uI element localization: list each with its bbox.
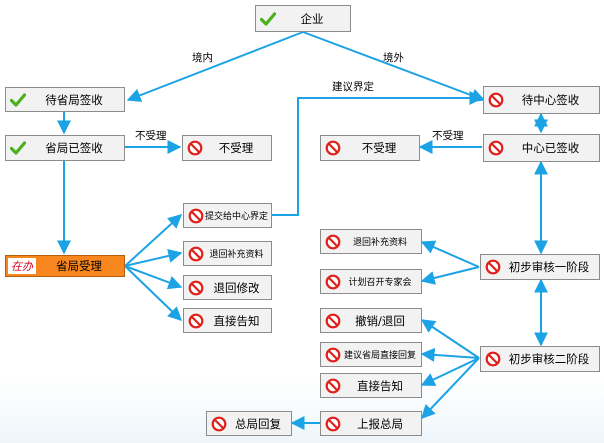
prohibited-icon bbox=[325, 416, 341, 431]
arrow-stage-one-to-expert bbox=[420, 266, 480, 285]
node-label: 不受理 bbox=[361, 141, 397, 155]
node-label: 退回修改 bbox=[213, 280, 260, 295]
node-center-received[interactable]: 中心已签收 bbox=[483, 134, 600, 162]
node-plan-expert-meeting[interactable]: 计划召开专家会 bbox=[320, 269, 422, 294]
node-reject-right[interactable]: 不受理 bbox=[320, 135, 420, 161]
check-icon bbox=[260, 11, 276, 26]
node-label: 计划召开专家会 bbox=[348, 278, 412, 288]
edge-label-not-accept-right: 不受理 bbox=[432, 130, 464, 142]
arrow-stage-one-to-supplement bbox=[420, 240, 480, 268]
node-label: 直接告知 bbox=[213, 313, 260, 328]
prohibited-icon bbox=[488, 92, 504, 108]
node-general-reply[interactable]: 总局回复 bbox=[206, 411, 292, 436]
node-suggest-province-reply[interactable]: 建议省局直接回复 bbox=[320, 342, 422, 367]
node-label: 撤销/退回 bbox=[355, 313, 405, 328]
node-submit-center[interactable]: 提交给中心界定 bbox=[183, 203, 272, 228]
arrow-enterprise-to-province bbox=[126, 31, 304, 102]
node-label: 省局已签收 bbox=[45, 141, 103, 155]
node-label: 退回补充资料 bbox=[209, 250, 264, 260]
prohibited-icon bbox=[188, 208, 204, 223]
arrow-submit-to-center bbox=[272, 91, 484, 216]
node-label: 初步审核一阶段 bbox=[508, 260, 590, 274]
node-stage-one[interactable]: 初步审核一阶段 bbox=[480, 254, 600, 280]
arrow-stage-two-to-report bbox=[421, 357, 480, 420]
prohibited-icon bbox=[325, 378, 341, 393]
node-label: 建议省局直接回复 bbox=[343, 351, 416, 361]
node-province-received[interactable]: 省局已签收 bbox=[5, 135, 125, 161]
node-label: 退回补充资料 bbox=[352, 238, 407, 248]
node-label: 待省局签收 bbox=[45, 92, 103, 107]
node-direct-notify-left[interactable]: 直接告知 bbox=[183, 308, 272, 333]
node-reject-left[interactable]: 不受理 bbox=[182, 135, 272, 161]
check-icon bbox=[10, 141, 26, 155]
node-label: 中心已签收 bbox=[521, 141, 580, 155]
arrow-enterprise-to-center bbox=[302, 31, 486, 103]
node-province-accept[interactable]: 在办 省局受理 bbox=[5, 255, 125, 277]
prohibited-icon bbox=[325, 313, 341, 328]
arrow-stage-two-to-cancel bbox=[420, 319, 480, 359]
arrow-stage-two-to-notify bbox=[420, 357, 480, 386]
arrow-accept-to-supplement bbox=[124, 249, 183, 267]
prohibited-icon bbox=[488, 140, 504, 156]
prohibited-icon bbox=[211, 416, 227, 431]
node-label: 上报总局 bbox=[357, 416, 403, 431]
node-awaiting-center[interactable]: 待中心签收 bbox=[483, 86, 600, 114]
node-return-supplement-left[interactable]: 退回补充资料 bbox=[183, 241, 272, 266]
in-progress-badge: 在办 bbox=[8, 258, 36, 274]
node-label: 初步审核二阶段 bbox=[508, 352, 590, 366]
node-label: 提交给中心界定 bbox=[204, 212, 268, 222]
prohibited-icon bbox=[325, 140, 341, 156]
prohibited-icon bbox=[325, 347, 341, 362]
node-label: 总局回复 bbox=[235, 416, 281, 431]
prohibited-icon bbox=[325, 234, 341, 249]
node-label: 企业 bbox=[300, 11, 324, 26]
prohibited-icon bbox=[325, 274, 341, 289]
node-cancel-return[interactable]: 撤销/退回 bbox=[320, 308, 422, 333]
prohibited-icon bbox=[188, 313, 204, 328]
edge-label-not-accept-left: 不受理 bbox=[135, 130, 167, 142]
node-awaiting-province[interactable]: 待省局签收 bbox=[5, 87, 125, 112]
arrow-accept-to-modify bbox=[124, 265, 183, 290]
node-report-general[interactable]: 上报总局 bbox=[320, 411, 422, 436]
check-icon bbox=[10, 92, 26, 107]
edge-label-define-scope: 建议界定 bbox=[332, 81, 374, 93]
edge-label-domestic: 境内 bbox=[192, 52, 213, 64]
prohibited-icon bbox=[187, 140, 203, 156]
arrow-stage-two-to-suggest bbox=[420, 347, 480, 362]
arrow-accept-to-submit bbox=[124, 214, 183, 267]
prohibited-icon bbox=[485, 259, 501, 275]
arrow-accept-to-notify bbox=[124, 265, 183, 321]
node-label: 待中心签收 bbox=[521, 93, 580, 107]
node-return-supplement-right[interactable]: 退回补充资料 bbox=[320, 229, 422, 254]
prohibited-icon bbox=[485, 351, 501, 367]
node-enterprise[interactable]: 企业 bbox=[255, 5, 351, 32]
node-stage-two[interactable]: 初步审核二阶段 bbox=[480, 346, 600, 372]
edge-label-overseas: 境外 bbox=[383, 52, 404, 64]
node-return-modify[interactable]: 退回修改 bbox=[183, 275, 272, 300]
prohibited-icon bbox=[188, 246, 204, 261]
prohibited-icon bbox=[188, 280, 204, 295]
node-label: 直接告知 bbox=[357, 378, 403, 393]
node-label: 不受理 bbox=[218, 141, 254, 155]
node-direct-notify-right[interactable]: 直接告知 bbox=[320, 373, 422, 398]
node-label: 省局受理 bbox=[56, 259, 102, 273]
